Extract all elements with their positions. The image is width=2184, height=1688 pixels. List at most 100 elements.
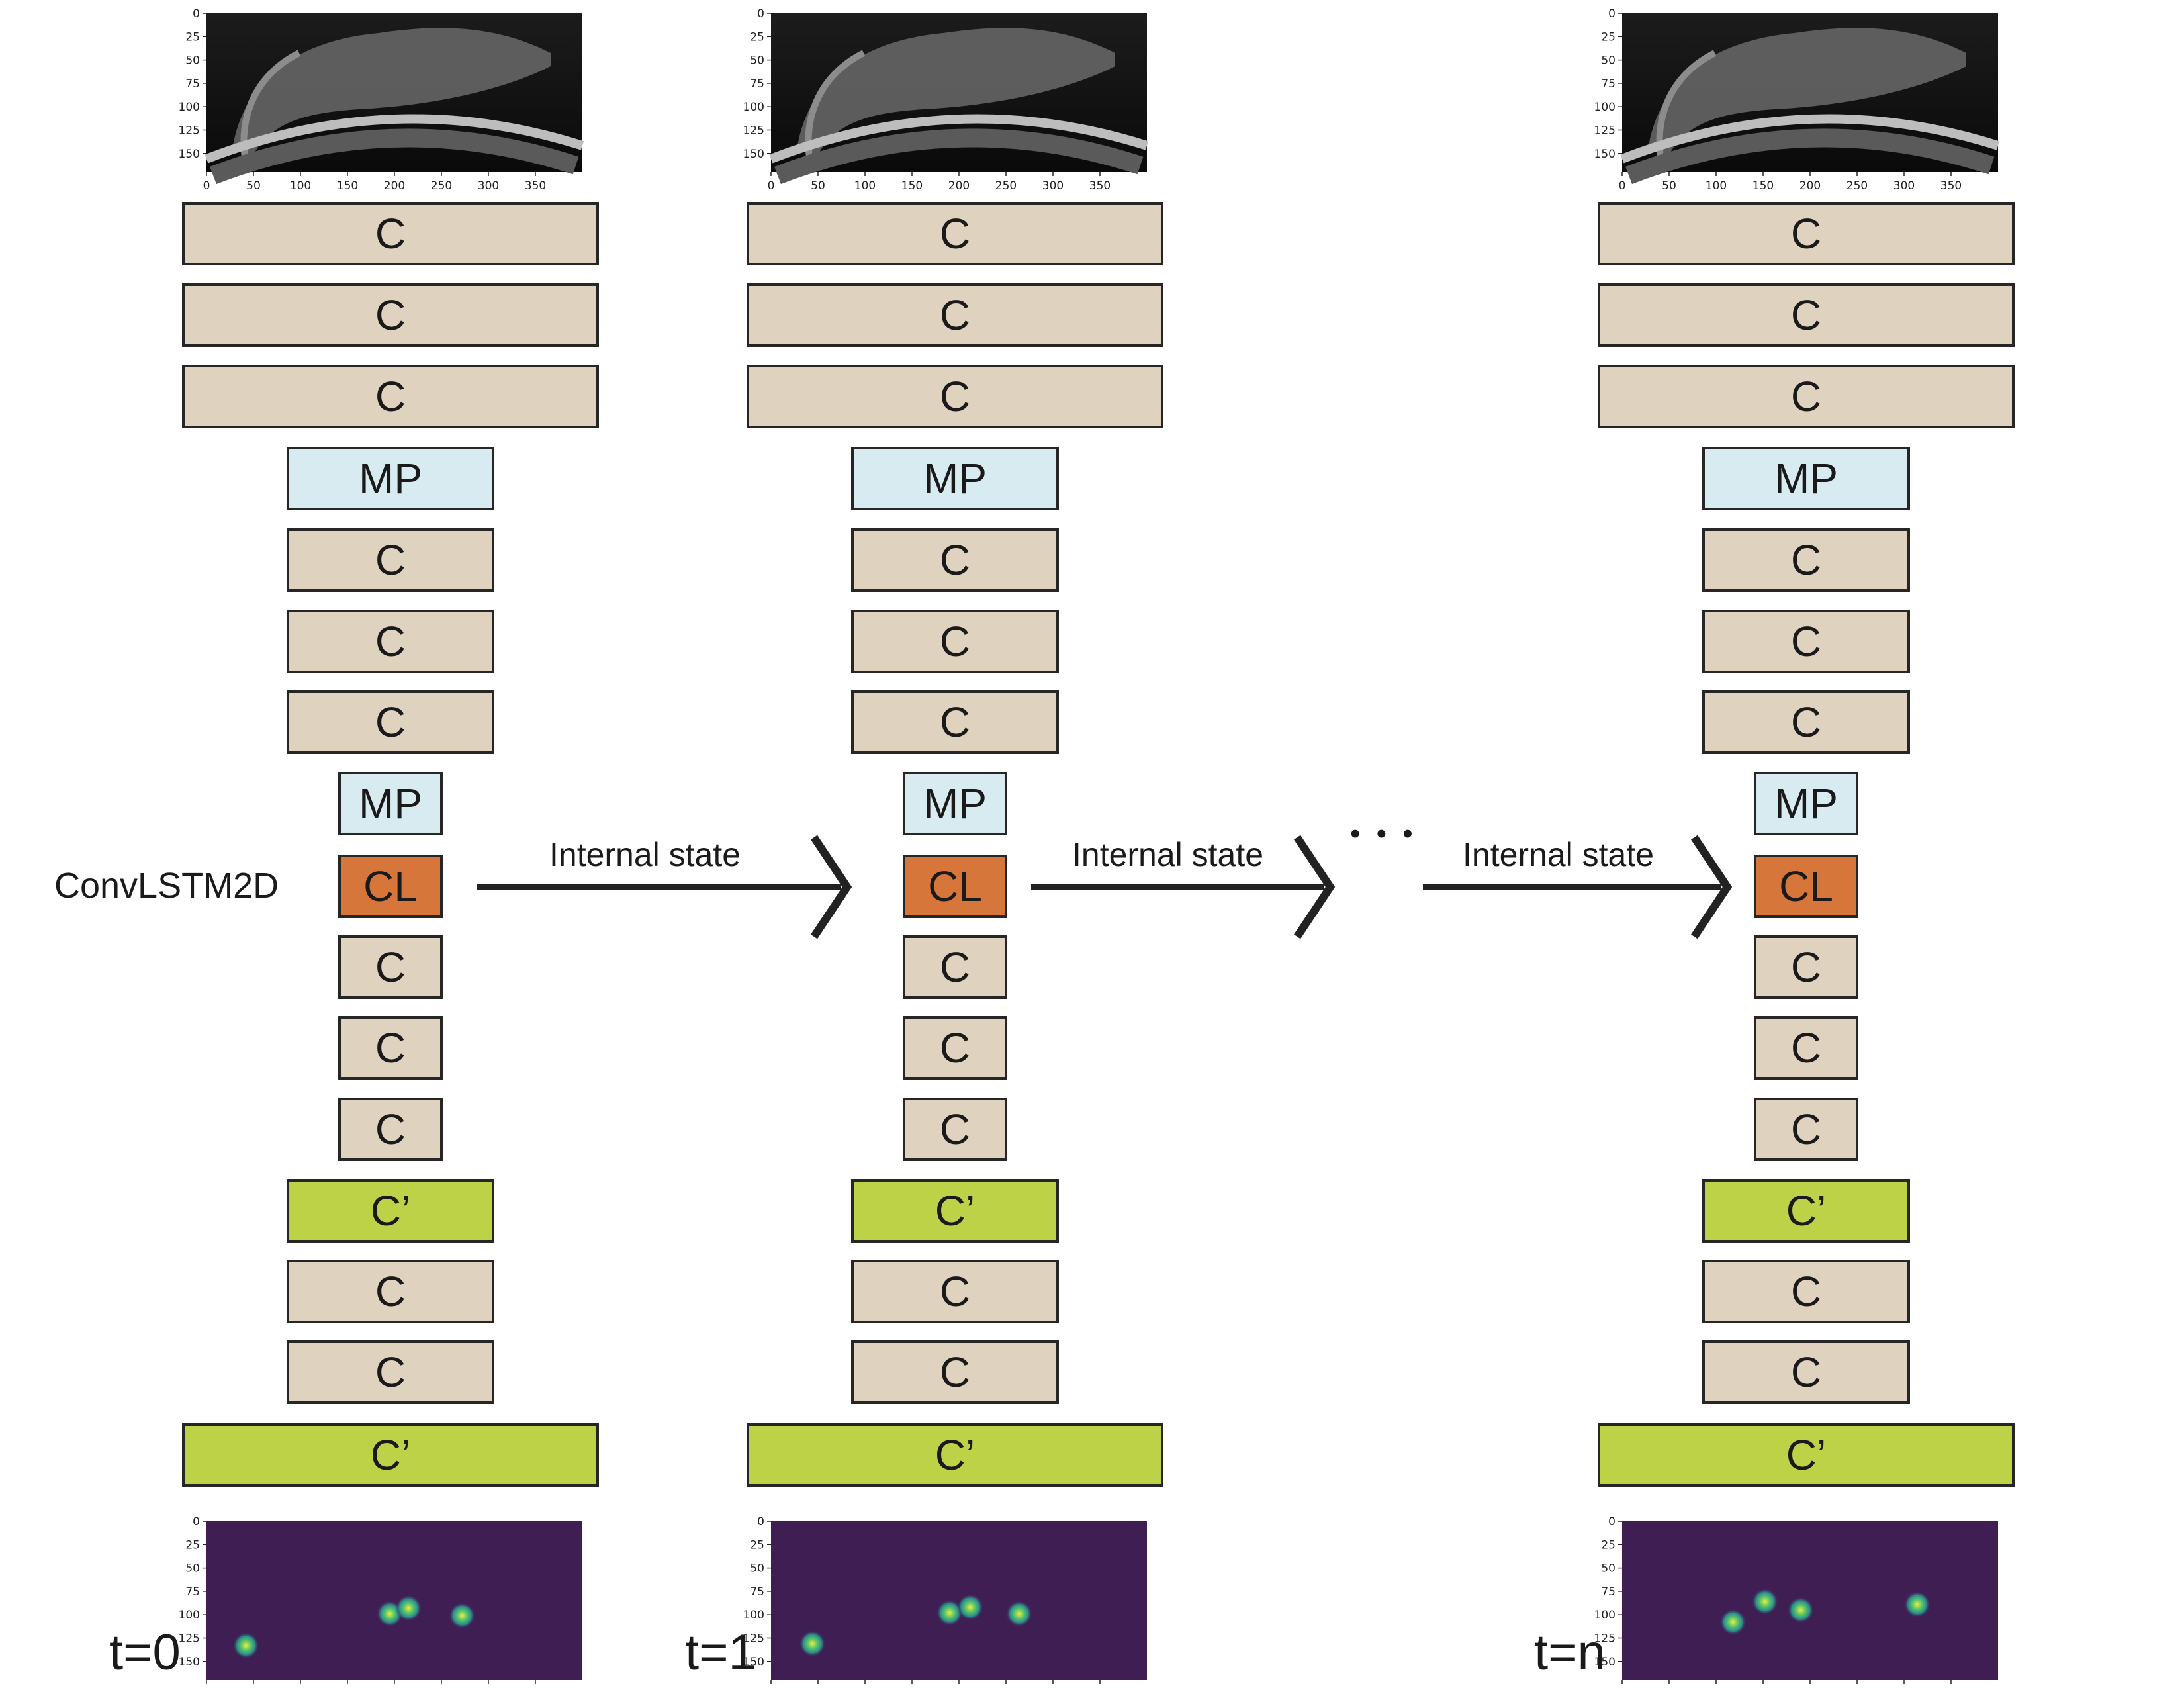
x-tick-label: 150 [337, 179, 358, 193]
conv-layer: C [182, 283, 599, 347]
maxpool-layer: MP [338, 772, 443, 835]
x-tick-label: 0 [1619, 179, 1626, 193]
conv-layer: C [182, 202, 599, 265]
y-tick-label: 125 [179, 1632, 200, 1645]
y-tick-label: 25 [750, 1538, 764, 1552]
transposed-conv-layer: C’ [1702, 1179, 1910, 1243]
y-tick-label: 100 [179, 1609, 200, 1622]
conv-layer: C [1598, 202, 2015, 265]
internal-state-label: Internal state [549, 836, 741, 873]
y-tick-label: 0 [757, 8, 764, 21]
y-tick-label: 125 [743, 124, 764, 137]
x-tick-label: 100 [290, 179, 311, 193]
conv-layer: C [747, 202, 1163, 265]
x-tick-label: 300 [478, 179, 499, 193]
keypoint-blob [957, 1593, 984, 1620]
y-tick-label: 100 [743, 101, 764, 114]
keypoint-blob [449, 1602, 476, 1629]
wheel-rim [769, 114, 1149, 164]
y-tick-label: 50 [185, 54, 200, 68]
keypoint-blob [232, 1632, 259, 1659]
time-step-label: t=n [1534, 1624, 1606, 1681]
conv-layer: C [1754, 1016, 1858, 1080]
conv-layer: C [338, 935, 443, 999]
conv-layer: C [287, 1340, 494, 1404]
convlstm-layer: CL [1754, 855, 1858, 918]
internal-state-label: Internal state [1463, 836, 1655, 873]
maxpool-layer: MP [851, 447, 1059, 510]
conv-layer: C [1702, 1340, 1910, 1404]
x-tick-label: 200 [948, 179, 970, 193]
conv-layer: C [903, 935, 1007, 999]
keypoint-blob [1005, 1600, 1032, 1627]
x-tick-label: 0 [768, 179, 775, 193]
x-tick-label: 100 [854, 179, 876, 193]
x-tick-label: 250 [431, 179, 452, 193]
y-tick-label: 25 [185, 30, 200, 44]
y-tick-label: 150 [179, 148, 200, 161]
y-tick-label: 125 [1594, 124, 1615, 137]
y-tick-label: 50 [1601, 1562, 1615, 1575]
wheel-rim [1620, 114, 2000, 164]
y-tick-label: 25 [185, 1538, 200, 1552]
y-tick-label: 25 [1601, 1538, 1615, 1552]
convlstm-layer: CL [338, 855, 443, 918]
y-tick-label: 75 [750, 77, 764, 91]
x-tick-label: 150 [901, 179, 923, 193]
maxpool-layer: MP [287, 447, 494, 510]
y-tick-label: 100 [1594, 1609, 1615, 1622]
ellipsis: • • • [1350, 818, 1417, 850]
convlstm-layer: CL [903, 855, 1007, 918]
y-tick-label: 150 [1594, 148, 1615, 161]
x-tick-label: 0 [203, 179, 210, 193]
maxpool-layer: MP [903, 772, 1007, 835]
conv-layer: C [1598, 365, 2015, 428]
y-tick-label: 50 [185, 1562, 200, 1575]
transposed-conv-layer: C’ [851, 1179, 1059, 1243]
x-tick-label: 200 [384, 179, 405, 193]
conv-layer: C [747, 283, 1163, 347]
y-tick-label: 150 [179, 1656, 200, 1669]
x-tick-label: 200 [1799, 179, 1821, 193]
y-tick-label: 75 [1601, 1585, 1615, 1599]
keypoint-blob [1787, 1597, 1814, 1624]
x-tick-label: 100 [1706, 179, 1727, 193]
conv-layer: C [1702, 528, 1910, 592]
x-tick-label: 50 [1662, 179, 1676, 193]
x-tick-label: 250 [995, 179, 1017, 193]
conv-layer: C [1754, 1098, 1858, 1161]
internal-state-arrow-head [811, 835, 852, 939]
y-tick-label: 50 [750, 54, 764, 68]
transposed-conv-layer: C’ [287, 1179, 494, 1243]
y-tick-label: 150 [1594, 1656, 1615, 1669]
conv-layer: C [338, 1098, 443, 1161]
y-tick-label: 25 [1601, 30, 1615, 44]
y-tick-label: 75 [185, 77, 200, 91]
transposed-conv-layer: C’ [182, 1423, 599, 1487]
mouse-silhouette [797, 28, 1115, 156]
maxpool-layer: MP [1702, 447, 1910, 510]
x-tick-label: 350 [525, 179, 546, 193]
keypoint-blob [1751, 1588, 1778, 1615]
y-tick-label: 50 [1601, 54, 1615, 68]
conv-layer: C [1702, 610, 1910, 673]
conv-layer: C [287, 528, 494, 592]
y-tick-label: 150 [743, 1656, 764, 1669]
conv-layer: C [851, 1340, 1059, 1404]
wheel-rim [205, 114, 584, 164]
y-tick-label: 75 [750, 1585, 764, 1599]
y-tick-label: 100 [179, 101, 200, 114]
conv-layer: C [1702, 690, 1910, 754]
internal-state-label: Internal state [1072, 836, 1264, 873]
conv-layer: C [182, 365, 599, 428]
time-step-label: t=0 [109, 1624, 181, 1681]
x-tick-label: 150 [1752, 179, 1774, 193]
conv-layer: C [287, 610, 494, 673]
mouse-silhouette [1649, 28, 1966, 156]
x-tick-label: 300 [1042, 179, 1064, 193]
conv-layer: C [851, 690, 1059, 754]
